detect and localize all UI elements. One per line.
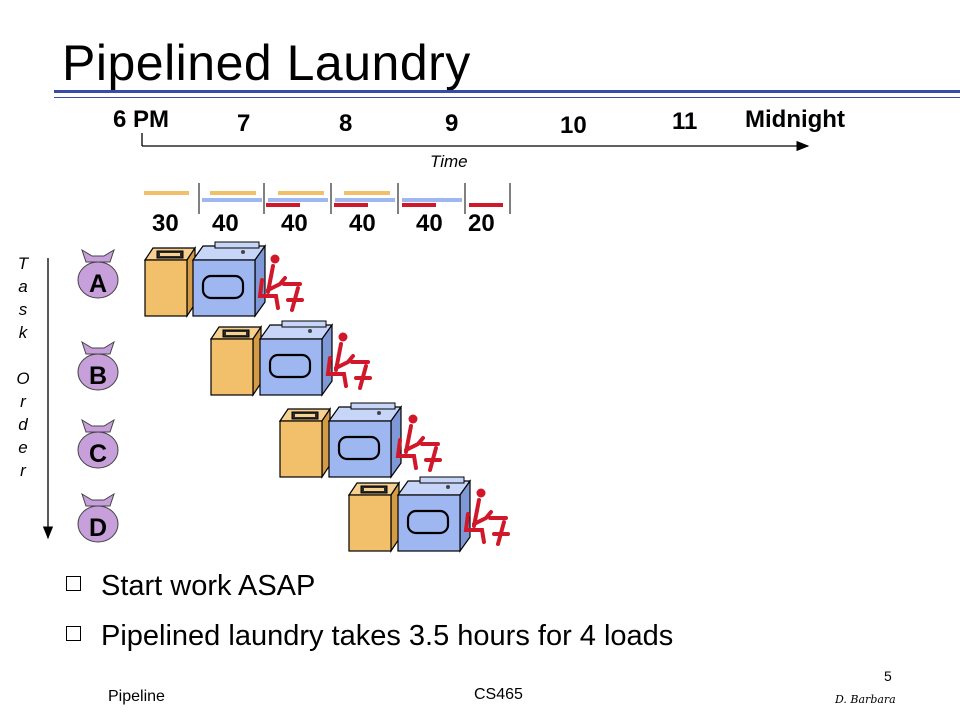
washer-icon — [144, 247, 196, 317]
task-label-c: C — [88, 440, 108, 468]
stage-bars — [144, 191, 503, 207]
tick-6pm: 6 PM — [113, 106, 170, 133]
duration-label: 40 — [281, 210, 308, 237]
tick-11: 11 — [672, 108, 698, 135]
task-label-a: A — [88, 270, 108, 298]
dryer-icon — [191, 240, 267, 318]
task-label-d: D — [88, 514, 108, 542]
washer-icon — [210, 326, 262, 396]
tick-10: 10 — [560, 112, 587, 139]
task-label-b: B — [88, 362, 108, 390]
page-number: 5 — [884, 668, 892, 684]
duration-label: 30 — [152, 210, 179, 237]
tick-midnight: Midnight — [745, 106, 845, 133]
footer-left: Pipeline — [108, 688, 165, 705]
folder-person-icon — [326, 330, 372, 390]
duration-label: 40 — [416, 210, 443, 237]
segment-dividers — [198, 183, 511, 214]
time-axis-label: Time — [430, 152, 468, 171]
tick-8: 8 — [339, 110, 353, 137]
folder-person-icon — [258, 252, 304, 312]
title-rule — [54, 90, 960, 93]
tick-7: 7 — [237, 110, 251, 137]
slide-title: Pipelined Laundry — [62, 35, 471, 91]
washer-icon — [348, 482, 400, 552]
duration-label: 20 — [468, 210, 495, 237]
bullet-item: Pipelined laundry takes 3.5 hours for 4 … — [66, 622, 673, 651]
bullet-box-icon — [66, 626, 81, 641]
duration-label: 40 — [349, 210, 376, 237]
dryer-icon — [327, 401, 403, 479]
bullet-item: Start work ASAP — [66, 572, 315, 601]
dryer-icon — [258, 319, 334, 397]
folder-person-icon — [396, 412, 442, 472]
footer-author: D. Barbara — [835, 693, 896, 706]
folder-person-icon — [464, 486, 510, 546]
duration-label: 40 — [212, 210, 239, 237]
footer-center: CS465 — [474, 686, 523, 703]
washer-icon — [279, 408, 331, 478]
dryer-icon — [396, 475, 472, 553]
bullet-box-icon — [66, 576, 81, 591]
tick-9: 9 — [445, 110, 459, 137]
title-rule-thin — [54, 97, 960, 98]
